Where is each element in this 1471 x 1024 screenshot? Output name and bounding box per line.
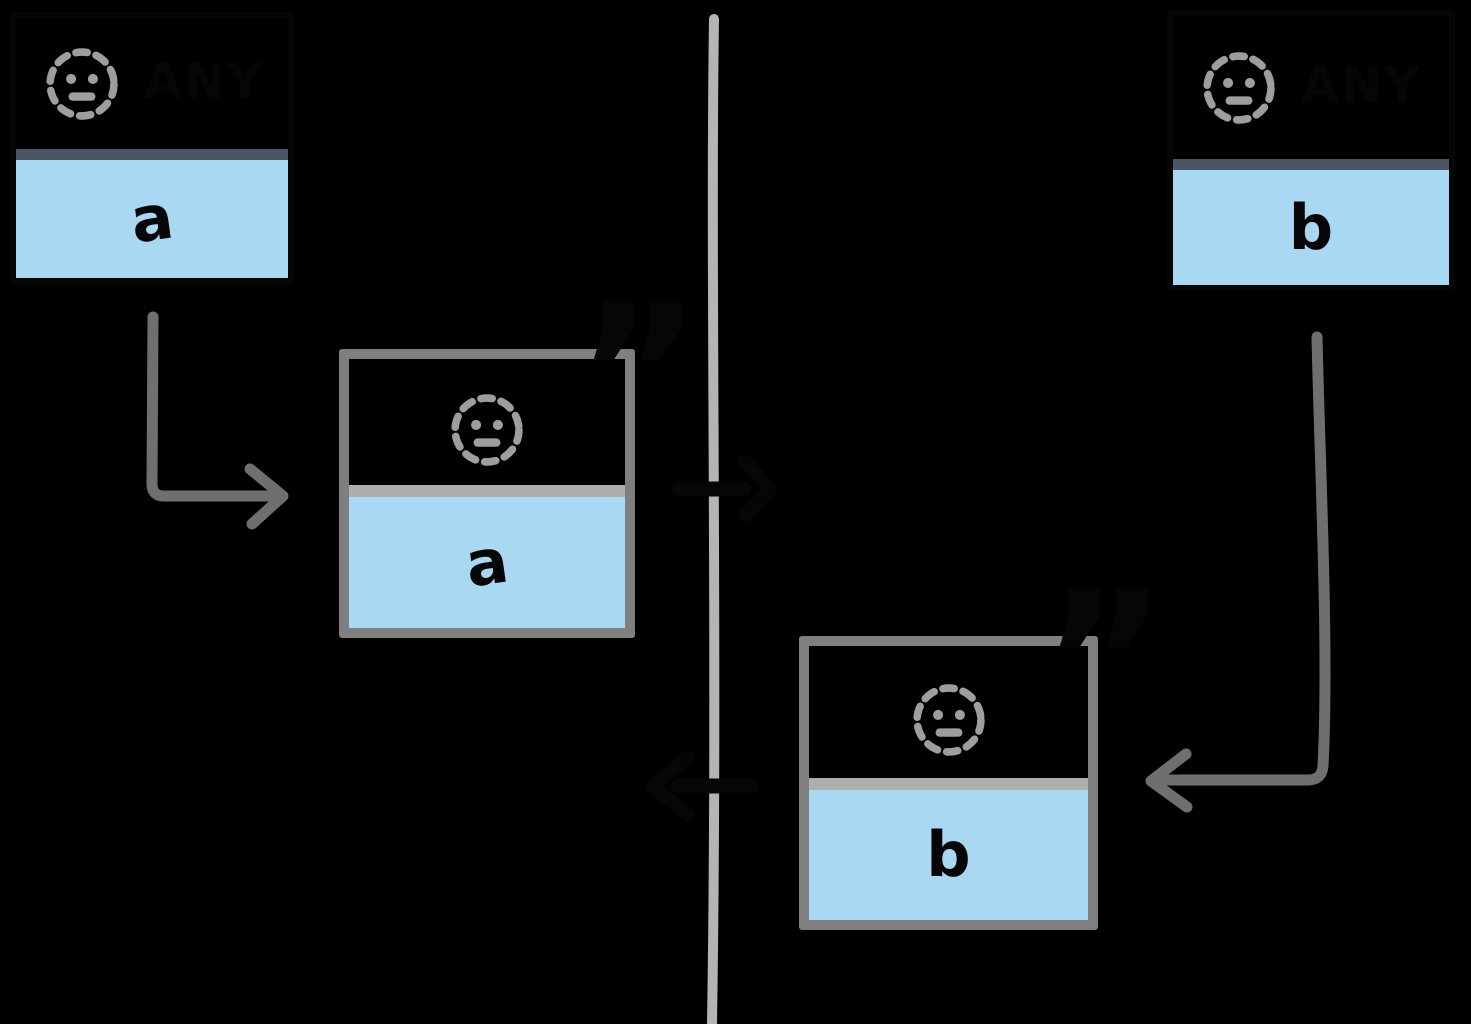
card-source-a-body: a [16,160,288,278]
card-divider [809,778,1088,790]
card-letter: a [461,522,513,602]
card-divider [16,149,288,160]
card-instance-b: b [799,636,1098,930]
barrier-line [707,14,720,1024]
card-source-a: ANY a [10,12,294,284]
card-source-b-body: b [1173,170,1449,285]
dashed-smiley-face-icon [1203,51,1275,124]
card-instance-b-header [809,646,1088,778]
arrow-head-right-icon [738,455,777,522]
arrow-source-a-to-instance-a [146,311,289,530]
card-source-b: ANY b [1167,10,1455,291]
card-instance-a-header [349,359,625,485]
card-letter: a [126,179,178,258]
card-letter: b [1288,190,1334,264]
card-instance-a-body: a [349,497,625,628]
card-divider [1173,159,1449,170]
quote-marks-instance-b: ” [1042,551,1167,772]
quote-marks-instance-a: ” [576,264,701,485]
dashed-smiley-face-icon [46,47,118,120]
dashed-smiley-face-icon [912,684,985,756]
card-letter: b [926,818,971,891]
card-divider [349,485,625,497]
card-instance-b-body: b [809,790,1088,920]
card-source-b-header: ANY [1173,16,1449,159]
any-badge: ANY [144,53,265,110]
arrow-source-b-to-instance-b [1145,331,1331,813]
arrow-instance-b-across-barrier [645,750,759,822]
card-instance-a: a [339,349,635,638]
dashed-smiley-face-icon [451,394,523,466]
arrow-head-right-icon [244,463,289,530]
any-badge: ANY [1301,57,1422,114]
arrow-head-left-icon [645,750,695,822]
card-source-a-header: ANY [16,18,288,149]
